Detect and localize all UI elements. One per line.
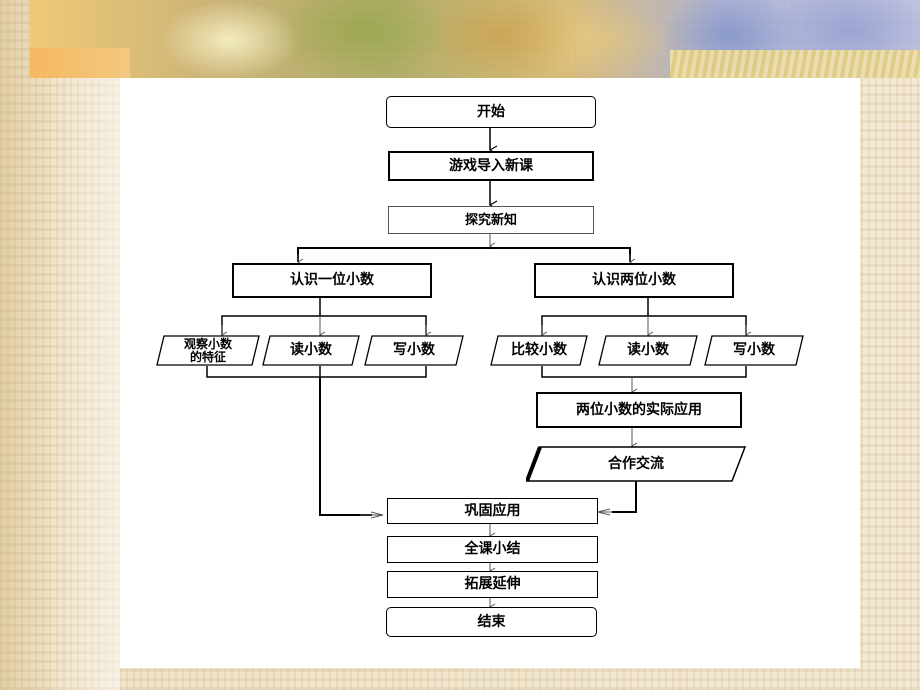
node-end: 结束 — [386, 607, 597, 637]
node-summary: 全课小结 — [387, 536, 598, 563]
node-start: 开始 — [386, 96, 596, 128]
node-observe-line1: 观察小数 — [183, 336, 232, 351]
node-write-right-label: 写小数 — [733, 342, 775, 358]
slide-shadow — [46, 78, 120, 690]
node-cooperate-label: 合作交流 — [608, 455, 664, 472]
node-consolidate-label: 巩固应用 — [464, 502, 521, 519]
node-end-label: 结束 — [477, 613, 506, 630]
node-extend: 拓展延伸 — [387, 571, 598, 598]
node-two-decimal: 认识两位小数 — [534, 263, 734, 298]
node-explore: 探究新知 — [388, 206, 594, 234]
node-summary-label: 全课小结 — [464, 541, 521, 557]
node-extend-label: 拓展延伸 — [464, 576, 521, 592]
node-one-decimal-label: 认识一位小数 — [290, 272, 374, 288]
node-compare-label: 比较小数 — [511, 342, 567, 358]
node-read-right: 读小数 — [598, 335, 698, 366]
edge-cooperate-consolidate — [612, 481, 637, 513]
edge-explore-split — [297, 247, 631, 262]
node-compare: 比较小数 — [490, 335, 588, 366]
banner-stripe — [670, 50, 920, 78]
node-cooperate: 合作交流 — [526, 446, 746, 482]
node-game-intro: 游戏导入新课 — [388, 151, 594, 181]
node-read-left: 读小数 — [262, 335, 360, 366]
banner-accent — [30, 48, 130, 78]
node-read-left-label: 读小数 — [290, 342, 332, 358]
node-game-intro-label: 游戏导入新课 — [449, 157, 533, 174]
node-write-left-label: 写小数 — [393, 342, 435, 358]
node-one-decimal: 认识一位小数 — [232, 263, 432, 298]
node-write-right: 写小数 — [704, 335, 804, 366]
node-practical: 两位小数的实际应用 — [536, 392, 742, 428]
node-observe-line2: 的特征 — [189, 349, 226, 364]
node-practical-label: 两位小数的实际应用 — [576, 401, 702, 418]
node-write-left: 写小数 — [364, 335, 464, 366]
node-two-decimal-label: 认识两位小数 — [592, 272, 676, 288]
node-read-right-label: 读小数 — [627, 342, 669, 358]
node-consolidate: 巩固应用 — [387, 498, 598, 524]
node-observe: 观察小数的特征 — [156, 335, 260, 366]
node-explore-label: 探究新知 — [464, 212, 517, 228]
node-start-label: 开始 — [477, 103, 505, 120]
edge-left-consolidate — [319, 377, 372, 516]
